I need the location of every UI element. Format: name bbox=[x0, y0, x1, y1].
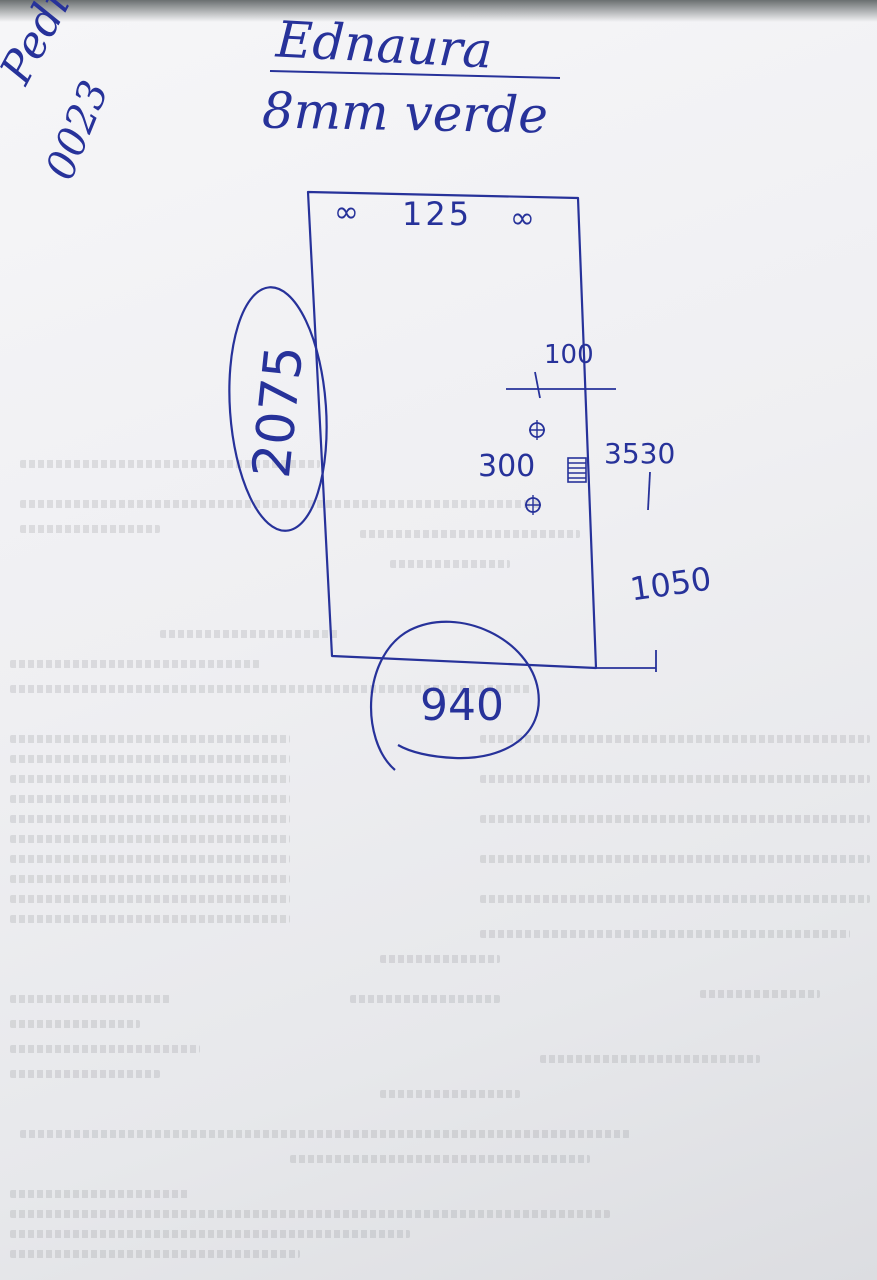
handle-marker bbox=[567, 457, 587, 483]
top-left-marker: ∞ bbox=[334, 195, 359, 230]
bottom-width-label: 940 bbox=[420, 680, 504, 731]
client-name: Ednaura bbox=[274, 10, 494, 80]
offset-tick bbox=[534, 371, 541, 399]
right-height-label: 3530 bbox=[604, 437, 676, 470]
glass-spec: 8mm verde bbox=[261, 81, 549, 145]
title-underline bbox=[269, 70, 561, 79]
glass-outline bbox=[306, 190, 598, 670]
top-width-label: 125 bbox=[402, 195, 473, 233]
hole-offset-label: 100 bbox=[544, 340, 594, 370]
left-height-label: 2075 bbox=[241, 342, 316, 481]
bottom-dimension-line bbox=[596, 650, 657, 672]
hole-marker-top bbox=[529, 420, 545, 440]
top-right-marker: ∞ bbox=[510, 201, 535, 236]
photo-edge-shadow bbox=[0, 0, 877, 22]
left-dimension-ellipse bbox=[228, 286, 328, 532]
hole-spacing-label: 300 bbox=[478, 449, 536, 484]
faded-printed-form bbox=[0, 430, 877, 1280]
bottom-dimension-ellipse bbox=[369, 620, 540, 771]
height-tick bbox=[647, 471, 651, 511]
hole-marker-bottom bbox=[525, 495, 541, 515]
